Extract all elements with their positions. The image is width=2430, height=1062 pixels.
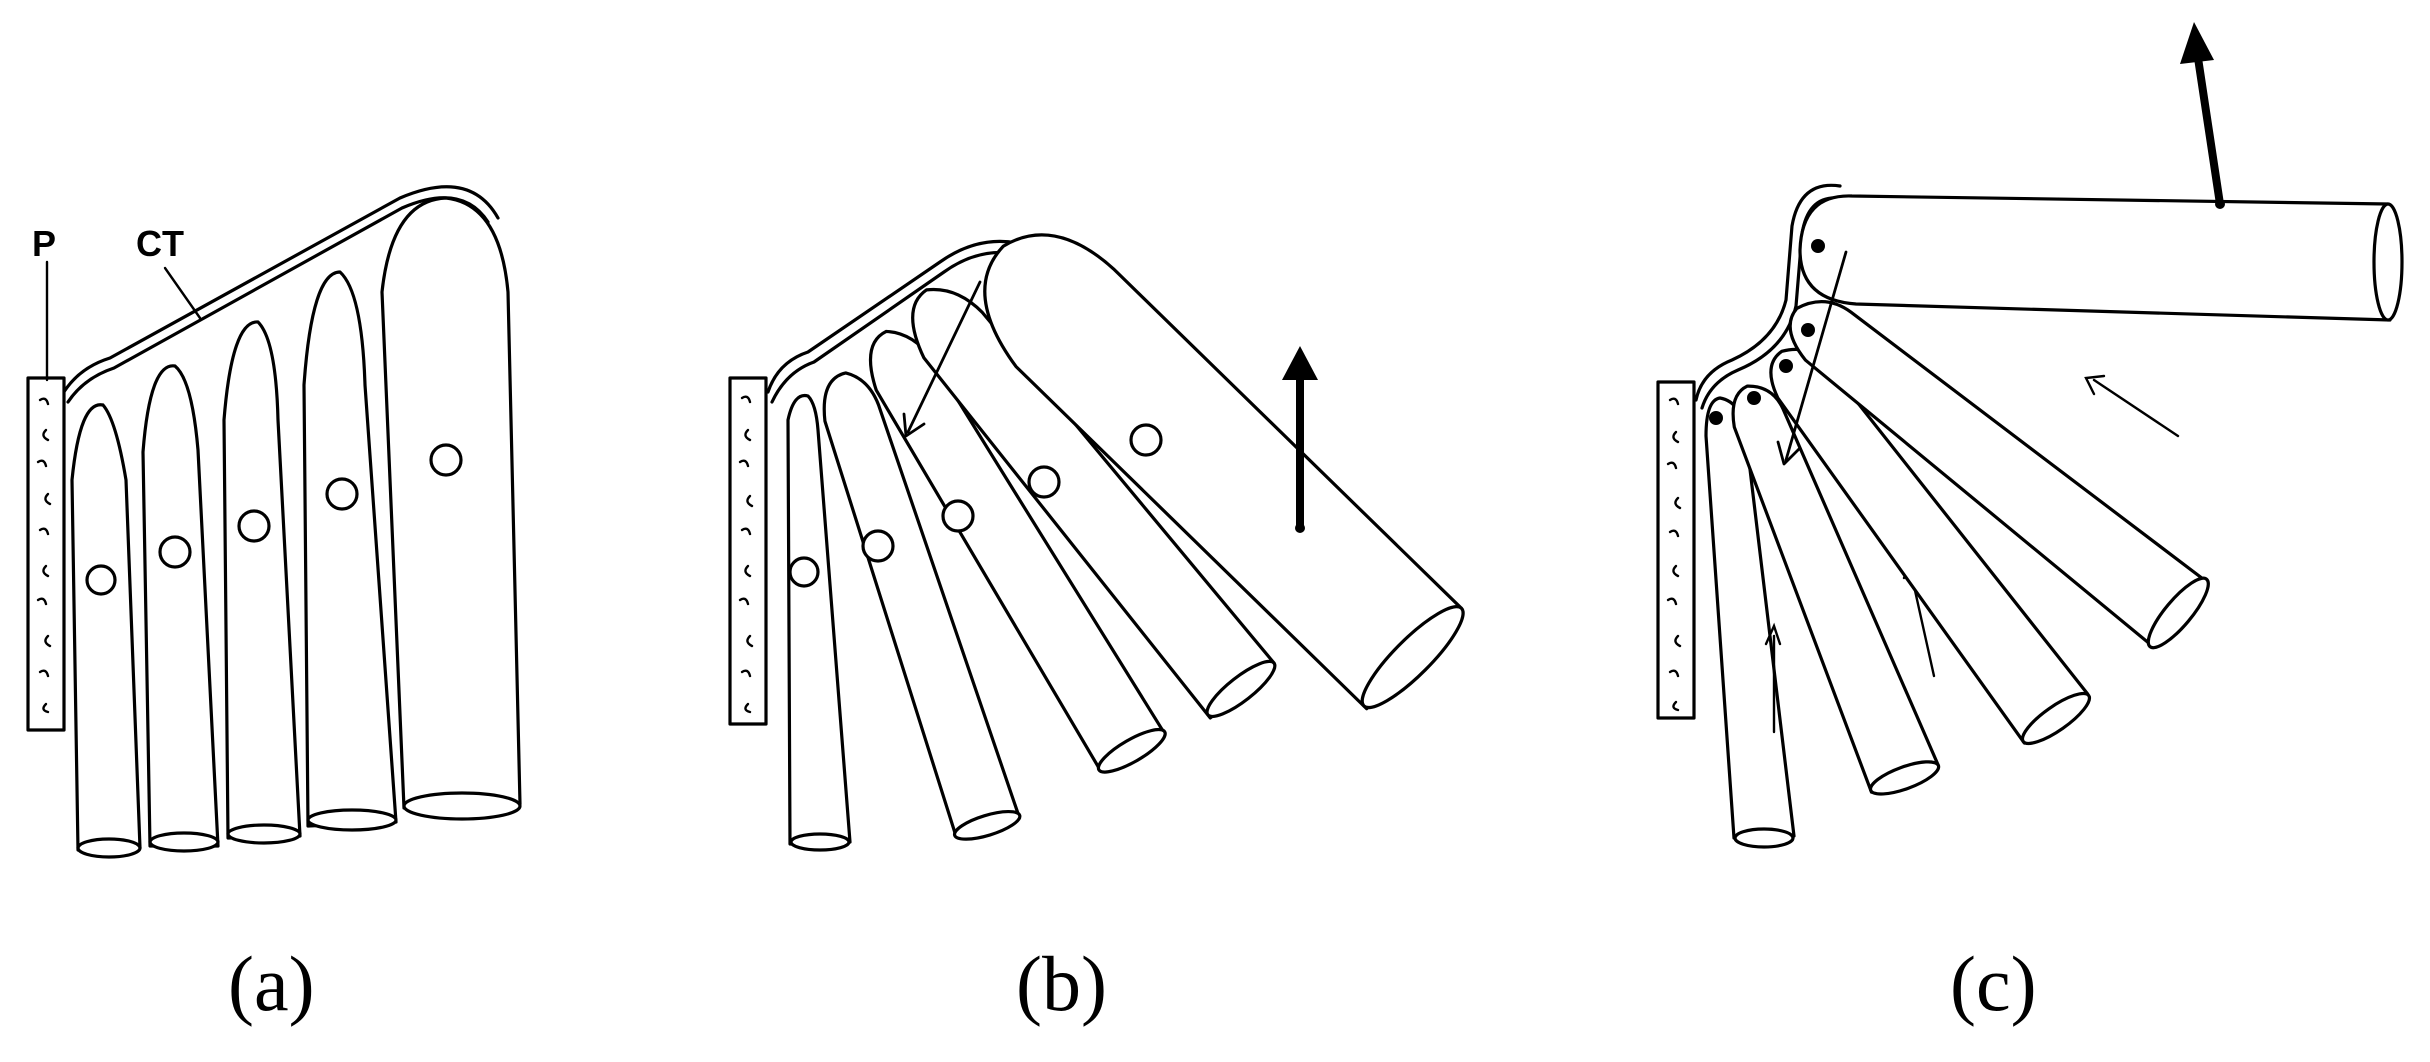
panel-b-fibre-5 bbox=[983, 233, 1465, 711]
caption-b: (b) bbox=[1016, 940, 1107, 1027]
panel-b-fibre-4 bbox=[911, 287, 1277, 720]
panel-c-plate-texture bbox=[1666, 397, 1682, 712]
panel-c-fibre-4 bbox=[1788, 300, 2210, 650]
panel-c-connective-tissue bbox=[1694, 183, 1842, 402]
panel-b bbox=[728, 233, 1465, 852]
panel-a-connective-tissue bbox=[60, 185, 500, 397]
label-ct: CT bbox=[136, 223, 184, 264]
label-p: P bbox=[32, 223, 56, 264]
panel-c-force-arrow-small bbox=[1776, 250, 1848, 466]
panel-c-force-arrow-large bbox=[2180, 22, 2225, 209]
panel-b-plate-texture bbox=[738, 395, 754, 714]
caption-c: (c) bbox=[1950, 940, 2037, 1027]
panel-a: P CT bbox=[26, 185, 522, 859]
panel-a-fibre-5 bbox=[380, 196, 522, 821]
panel-c-fibre-5 bbox=[1798, 194, 2404, 322]
panel-b-fibre-1 bbox=[786, 393, 852, 852]
caption-a: (a) bbox=[228, 940, 315, 1027]
panel-b-force-arrow-small bbox=[902, 280, 982, 438]
panel-a-fibre-2 bbox=[141, 364, 220, 853]
panel-b-fibre-2 bbox=[822, 371, 1022, 841]
panel-a-fibre-1 bbox=[70, 403, 142, 859]
panel-a-fibre-3 bbox=[222, 320, 302, 845]
panel-b-plate bbox=[728, 376, 768, 726]
panel-a-ct-leader bbox=[163, 266, 202, 320]
panel-a-fibre-4 bbox=[302, 270, 398, 832]
panel-b-force-arrow-large bbox=[1282, 346, 1318, 533]
panel-a-plate-texture bbox=[36, 397, 52, 714]
panel-c bbox=[1656, 22, 2404, 849]
panel-c-plate bbox=[1656, 380, 1696, 720]
